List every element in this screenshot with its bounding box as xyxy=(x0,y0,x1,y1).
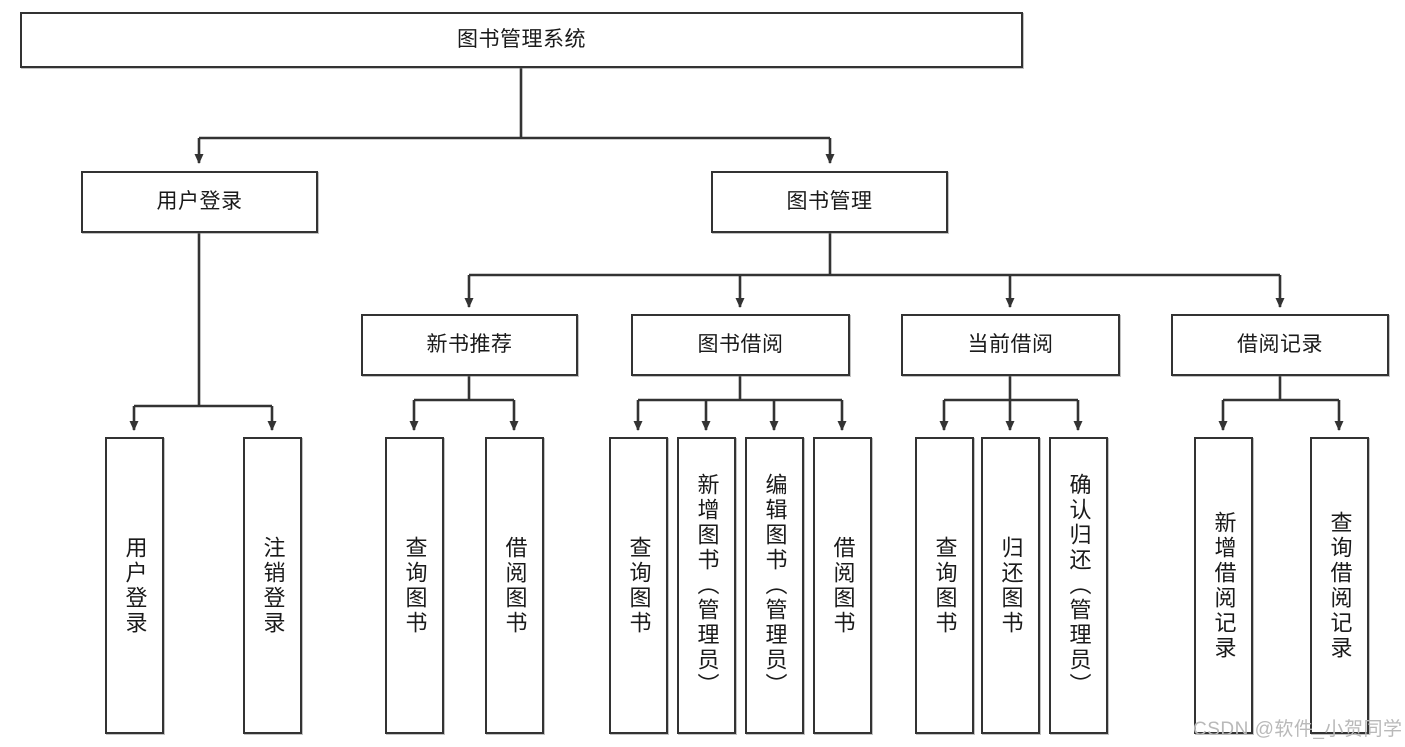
node-label: 新增图书（管理员） xyxy=(694,473,720,698)
leaf-current-query-book[interactable]: 查询图书 xyxy=(915,437,974,734)
leaf-borrow-borrow-book[interactable]: 借阅图书 xyxy=(813,437,872,734)
node-label: 当前借阅 xyxy=(967,333,1054,357)
node-book-management[interactable]: 图书管理 xyxy=(711,171,948,233)
node-root-system[interactable]: 图书管理系统 xyxy=(20,12,1023,68)
leaf-current-return-book[interactable]: 归还图书 xyxy=(981,437,1040,734)
leaf-record-query[interactable]: 查询借阅记录 xyxy=(1310,437,1369,734)
node-label: 查询图书 xyxy=(626,535,652,636)
leaf-user-login[interactable]: 用户登录 xyxy=(105,437,164,734)
node-label: 图书管理 xyxy=(786,190,873,214)
leaf-recommend-borrow-book[interactable]: 借阅图书 xyxy=(485,437,544,734)
node-label: 用户登录 xyxy=(156,190,243,214)
watermark-text: CSDN @软件_小贺同学 xyxy=(1193,719,1403,740)
leaf-recommend-query-book[interactable]: 查询图书 xyxy=(385,437,444,734)
node-label: 确认归还（管理员） xyxy=(1066,473,1092,698)
node-label: 借阅图书 xyxy=(830,535,856,636)
node-label: 编辑图书（管理员） xyxy=(762,473,788,698)
node-book-borrow[interactable]: 图书借阅 xyxy=(631,314,850,376)
node-label: 查询借阅记录 xyxy=(1327,510,1353,661)
node-label: 图书管理系统 xyxy=(457,28,586,52)
node-label: 借阅图书 xyxy=(502,535,528,636)
node-label: 新增借阅记录 xyxy=(1211,510,1237,661)
leaf-record-add[interactable]: 新增借阅记录 xyxy=(1194,437,1253,734)
leaf-borrow-edit-book[interactable]: 编辑图书（管理员） xyxy=(745,437,804,734)
node-user-login[interactable]: 用户登录 xyxy=(81,171,318,233)
node-label: 新书推荐 xyxy=(426,333,513,357)
node-label: 注销登录 xyxy=(260,535,286,636)
node-new-book-recommend[interactable]: 新书推荐 xyxy=(361,314,578,376)
node-label: 查询图书 xyxy=(932,535,958,636)
node-label: 查询图书 xyxy=(402,535,428,636)
node-label: 借阅记录 xyxy=(1237,333,1323,357)
node-label: 图书借阅 xyxy=(697,333,784,357)
leaf-borrow-add-book[interactable]: 新增图书（管理员） xyxy=(677,437,736,734)
node-current-borrow[interactable]: 当前借阅 xyxy=(901,314,1120,376)
leaf-user-logout[interactable]: 注销登录 xyxy=(243,437,302,734)
leaf-borrow-query-book[interactable]: 查询图书 xyxy=(609,437,668,734)
node-borrow-record[interactable]: 借阅记录 xyxy=(1171,314,1389,376)
node-label: 归还图书 xyxy=(998,535,1024,636)
leaf-current-confirm-return[interactable]: 确认归还（管理员） xyxy=(1049,437,1108,734)
node-label: 用户登录 xyxy=(122,535,148,636)
